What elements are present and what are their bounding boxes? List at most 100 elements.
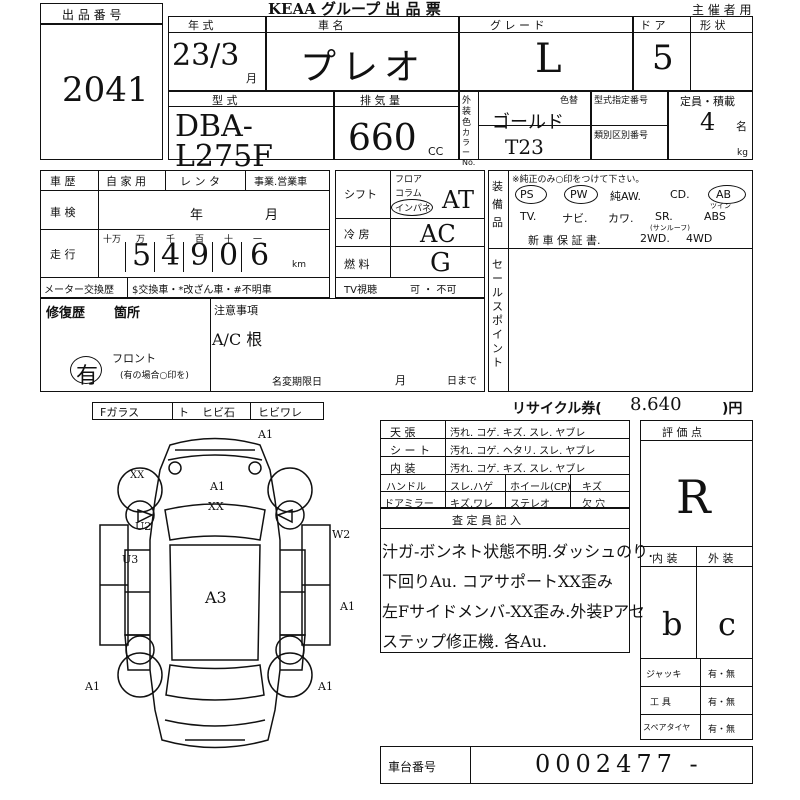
mileage-unit-1k: 千: [166, 235, 176, 245]
car-diagram: [99, 437, 331, 749]
recycle-unit: )円: [722, 401, 743, 417]
deadline-month: 月: [395, 374, 406, 387]
equip-navi: ナビ.: [562, 212, 588, 225]
mirror-label: ドアミラー: [384, 499, 434, 510]
interior-label: 内 装: [390, 462, 416, 475]
seat-label: シ ー ト: [390, 444, 430, 457]
inspector-line: 下回りAu. コアサポートXX歪み: [382, 572, 613, 591]
sale-points-label: セールスポイント: [492, 258, 503, 369]
lot-number: 2041: [62, 70, 149, 110]
shape-label: 形 状: [700, 19, 726, 32]
repair-location-label: 箇所: [114, 306, 141, 321]
lot-box: [40, 3, 163, 160]
displacement-label: 排 気 量: [360, 94, 400, 107]
shift-option-floor: フロア: [395, 175, 423, 185]
history-option-private: 自 家 用: [106, 175, 146, 188]
tv-label: TV視聴: [344, 285, 377, 296]
color-no-value: T23: [505, 135, 544, 159]
organizer-label: 主 催 者 用: [692, 3, 752, 17]
repair-box: [40, 298, 485, 392]
equip-4wd: 4WD: [686, 232, 713, 245]
spare-tire-label: スペアタイヤ: [643, 723, 691, 732]
mileage-unit-100k: 十万: [103, 235, 122, 245]
exterior-score-value: c: [718, 605, 736, 643]
damage-mark: XX: [208, 500, 224, 513]
damage-mark: A1: [340, 600, 355, 613]
mileage-label: 走 行: [50, 248, 76, 261]
car-name-value: プレオ: [300, 47, 427, 88]
chassis-value: 0002477 -: [535, 750, 703, 778]
recycle-value: 8.640: [630, 394, 682, 415]
equip-ps-circle: [515, 185, 547, 204]
shift-circle-mark: [391, 199, 433, 216]
equip-cd: CD.: [670, 188, 690, 201]
damage-mark: U2: [135, 520, 152, 533]
score-label: 評 価 点: [662, 426, 702, 439]
spare-tire-options: 有・無: [708, 725, 736, 735]
equip-pw-circle: [564, 185, 598, 204]
grade-value: L: [535, 36, 562, 82]
grade-label: グ レ ー ド: [490, 19, 545, 32]
equip-tv: TV.: [520, 210, 537, 223]
wheel-conditions: キズ: [582, 482, 602, 493]
year-value: 23/3: [172, 38, 240, 73]
stereo-conditions: 欠 穴: [582, 499, 606, 510]
color-no-label: カラーNo.: [462, 128, 476, 167]
chassis-label: 車台番号: [388, 760, 437, 774]
glass-item: ト: [178, 406, 189, 419]
sunroof-sublabel: (サンルーフ): [650, 224, 691, 232]
interior-score-value: b: [662, 605, 683, 643]
repair-note: フロント: [112, 352, 156, 365]
jack-options: 有・無: [708, 670, 736, 680]
door-label: ド ア: [640, 19, 666, 32]
color-change-label: 色替: [560, 96, 579, 106]
equip-sr: SR.: [655, 210, 673, 223]
equip-leather: カワ.: [608, 212, 634, 225]
inspector-label: 査 定 員 記 入: [452, 514, 521, 527]
ceiling-label: 天 張: [390, 426, 416, 439]
mileage-digit: 4: [161, 238, 181, 273]
history-box: [40, 170, 330, 298]
repair-sublabel: (有の場合○印を): [120, 371, 189, 381]
fuel-label: 燃 料: [344, 258, 370, 271]
mileage-unit-10: 十: [224, 235, 234, 245]
glass-item: Fガラス: [100, 406, 140, 419]
type-class-label: 類別区別番号: [594, 131, 649, 141]
damage-mark: A1: [85, 680, 100, 693]
tools-options: 有・無: [708, 698, 736, 708]
stereo-label: ステレオ: [510, 499, 550, 510]
main-info-grid: [168, 16, 753, 160]
door-value: 5: [652, 38, 674, 78]
inspection-label: 車 検: [50, 206, 76, 219]
history-label: 車 歴: [50, 175, 76, 188]
equip-warranty: 新 車 保 証 書.: [528, 234, 601, 247]
displacement-value: 660: [348, 118, 417, 159]
exterior-color-label: 外装色: [462, 96, 472, 128]
ac-value: AC: [420, 220, 456, 248]
form-title: KEAA グループ 出 品 票: [268, 0, 441, 18]
mileage-unit-1: 一: [253, 235, 263, 245]
airbag-twin-label: ツイン: [710, 202, 731, 210]
drive-box: [335, 170, 485, 298]
meter-exchange-options: $交換車・*改ざん車・#不明車: [132, 285, 272, 296]
history-option-business: 事業.営業車: [254, 177, 308, 188]
cc-unit: CC: [428, 145, 444, 158]
equipment-note: ※純正のみ○印をつけて下さい。: [512, 175, 645, 185]
wheel-label: ホイール(CP): [510, 482, 571, 493]
repair-mark-circle: [70, 356, 102, 384]
equip-aw: 純AW.: [610, 190, 642, 203]
inspection-year-unit: 年: [190, 208, 204, 223]
km-unit: km: [292, 260, 306, 270]
damage-mark: U3: [122, 553, 139, 566]
lot-label: 出 品 番 号: [62, 8, 122, 22]
mileage-digit: 9: [190, 238, 210, 273]
mileage-digit: 5: [132, 238, 152, 273]
kg-unit: kg: [737, 148, 748, 158]
inspection-month-unit: 月: [265, 208, 279, 223]
repair-label: 修復歴: [46, 306, 86, 321]
color-value: ゴールド: [492, 112, 564, 133]
notes-value: A/C 根: [212, 330, 263, 349]
capacity-unit: 名: [736, 120, 747, 133]
model-label: 型 式: [212, 94, 238, 107]
car-name-label: 車 名: [318, 19, 344, 32]
